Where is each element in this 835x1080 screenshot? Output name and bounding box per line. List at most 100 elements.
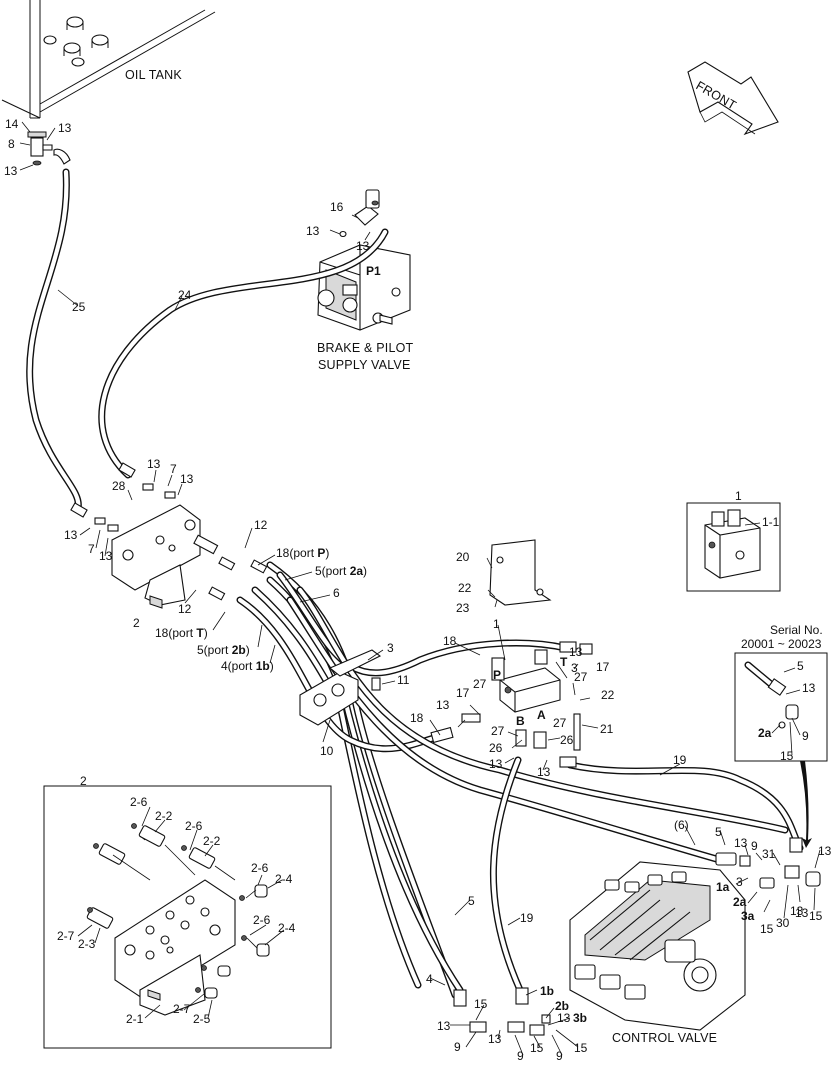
label-3: 3 (736, 875, 743, 889)
label-5-port-2b: 5(port 2b) (197, 643, 250, 657)
label-31: 31 (762, 847, 776, 861)
label-5: 5 (468, 894, 475, 908)
label-5: 5 (715, 825, 722, 839)
label-13: 13 (795, 906, 809, 920)
hose-group (26, 168, 804, 999)
label-9: 9 (751, 839, 758, 853)
label-3: 3 (387, 641, 394, 655)
label-15: 15 (809, 909, 823, 923)
label-8: 8 (8, 137, 15, 151)
label-13: 13 (557, 1011, 571, 1025)
port-a-label: A (537, 708, 546, 722)
label-6-paren: (6) (674, 818, 689, 832)
control-valve-fittings (453, 837, 821, 1036)
label-5-port-2a: 5(port 2a) (315, 564, 367, 578)
label-2b: 2b (555, 999, 569, 1013)
inset-2-label-2-2: 2-2 (203, 834, 221, 848)
part-number-labels: 14 8 13 13 25 24 16 13 13 13 7 13 28 13 … (4, 117, 832, 1063)
label-1a: 1a (716, 880, 730, 894)
label-13: 13 (488, 1032, 502, 1046)
oil-tank-icon (1, 0, 216, 119)
label-13: 13 (569, 645, 583, 659)
label-25: 25 (72, 300, 86, 314)
label-9: 9 (556, 1049, 563, 1063)
serial-label-13: 13 (802, 681, 816, 695)
serial-label-9: 9 (802, 729, 809, 743)
inset-2-label-2-1: 2-1 (126, 1012, 144, 1026)
label-3a: 3a (741, 909, 755, 923)
inset-2-label-2-6: 2-6 (130, 795, 148, 809)
label-17: 17 (456, 686, 470, 700)
label-13: 13 (99, 549, 113, 563)
oil-tank-caption: OIL TANK (125, 68, 182, 82)
label-27: 27 (491, 724, 505, 738)
label-30: 30 (776, 916, 790, 930)
port-t-label: T (560, 655, 568, 669)
label-18: 18 (410, 711, 424, 725)
label-19: 19 (673, 753, 687, 767)
label-13: 13 (436, 698, 450, 712)
label-28: 28 (112, 479, 126, 493)
label-15: 15 (760, 922, 774, 936)
tank-fitting-8 (27, 131, 71, 166)
label-1b: 1b (540, 984, 554, 998)
label-2: 2 (133, 616, 140, 630)
label-4-port-1b: 4(port 1b) (221, 659, 274, 673)
serial-caption-2: 20001 ~ 20023 (741, 637, 822, 651)
inset-1-valve-icon (704, 509, 761, 579)
label-26: 26 (489, 741, 503, 755)
inset-2-label-2-3: 2-3 (78, 937, 96, 951)
label-13: 13 (818, 844, 832, 858)
clamp-10-icon (299, 649, 382, 726)
label-17: 17 (596, 660, 610, 674)
label-3b: 3b (573, 1011, 587, 1025)
label-12: 12 (178, 602, 192, 616)
label-23: 23 (456, 601, 470, 615)
inset-2-label-2-6: 2-6 (253, 913, 271, 927)
inset-2-label-2-4: 2-4 (275, 872, 293, 886)
port-b-label: B (516, 714, 525, 728)
front-arrow-icon (687, 61, 779, 136)
label-18-port-t: 18(port T) (155, 626, 208, 640)
port-p1-label: P1 (366, 264, 381, 278)
label-13: 13 (537, 765, 551, 779)
label-22: 22 (458, 581, 472, 595)
label-13: 13 (58, 121, 72, 135)
label-9: 9 (517, 1049, 524, 1063)
label-18: 18 (443, 634, 457, 648)
inset-2-manifold-icon (86, 823, 270, 1016)
brake-valve-caption-1: BRAKE & PILOT (317, 341, 414, 355)
label-13: 13 (790, 904, 804, 918)
inset-2-label-2-7: 2-7 (57, 929, 75, 943)
inset-2-label-2-6: 2-6 (251, 861, 269, 875)
serial-caption-1: Serial No. (770, 623, 823, 637)
inset-2-title: 2 (80, 774, 87, 788)
control-valve-icon (569, 861, 746, 1031)
inset-1-label-1-1: 1-1 (762, 515, 780, 529)
label-24: 24 (178, 288, 192, 302)
label-16: 16 (330, 200, 344, 214)
label-6: 6 (333, 586, 340, 600)
label-13: 13 (356, 239, 370, 253)
label-13: 13 (180, 472, 194, 486)
inset-2-label-2-6: 2-6 (185, 819, 203, 833)
label-13: 13 (734, 836, 748, 850)
manifold-2-icon (70, 462, 268, 609)
serial-inset-parts (744, 661, 812, 848)
inset-2-label-2-4: 2-4 (278, 921, 296, 935)
label-27: 27 (553, 716, 567, 730)
label-10: 10 (320, 744, 334, 758)
label-27: 27 (473, 677, 487, 691)
label-20: 20 (456, 550, 470, 564)
label-14: 14 (5, 117, 19, 131)
inset-2-label-2-2: 2-2 (155, 809, 173, 823)
label-21: 21 (600, 722, 614, 736)
label-15: 15 (474, 997, 488, 1011)
label-1: 1 (493, 617, 500, 631)
inset-1-title: 1 (735, 489, 742, 503)
control-valve-caption: CONTROL VALVE (612, 1031, 717, 1045)
serial-label-15: 15 (780, 749, 794, 763)
label-7: 7 (170, 462, 177, 476)
inset-2-label-2-5: 2-5 (193, 1012, 211, 1026)
